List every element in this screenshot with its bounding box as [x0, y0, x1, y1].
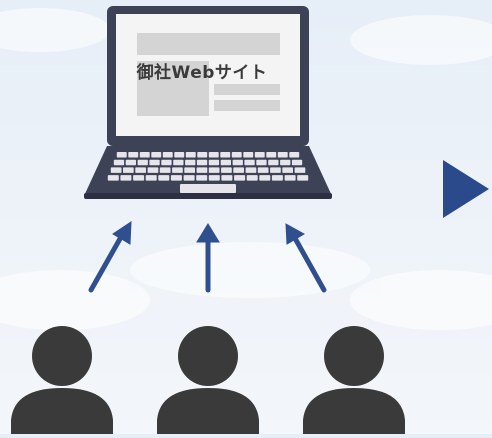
- keyboard-key: [158, 175, 170, 181]
- keyboard-key: [257, 167, 269, 173]
- keyboard-key: [120, 175, 132, 181]
- keyboard-key: [159, 167, 171, 173]
- keyboard-key: [284, 175, 296, 181]
- keyboard-key: [291, 159, 303, 166]
- keyboard-key: [266, 152, 277, 158]
- keyboard-key: [173, 159, 184, 166]
- keyboard-key: [270, 167, 281, 173]
- keyboard-key: [149, 159, 160, 166]
- person-icon-center: [157, 326, 259, 434]
- keyboard-key: [113, 159, 125, 166]
- cloud-background: [0, 8, 492, 330]
- keyboard-key: [172, 167, 183, 173]
- laptop-base: [84, 146, 332, 196]
- laptop-icon: [84, 6, 332, 199]
- keyboard-key: [185, 152, 196, 158]
- keyboard-key: [233, 167, 244, 173]
- keyboard-key: [289, 152, 300, 158]
- keyboard-key: [244, 159, 255, 166]
- keyboard: [107, 152, 309, 181]
- keyboard-key: [128, 152, 139, 158]
- keyboard-key: [297, 175, 309, 181]
- keyboard-key: [110, 167, 122, 173]
- keyboard-key: [196, 159, 208, 166]
- website-wireframe: [137, 33, 280, 116]
- keyboard-key: [271, 175, 283, 181]
- keyboard-key: [139, 152, 150, 158]
- trackpad: [180, 184, 236, 193]
- arrow-up-icon-right: [285, 223, 327, 293]
- users-group: [11, 326, 405, 434]
- keyboard-key: [245, 167, 257, 173]
- keyboard-key: [232, 159, 243, 166]
- arrow-up-icon-left: [88, 221, 132, 293]
- keyboard-key: [220, 159, 231, 166]
- keyboard-key: [268, 159, 279, 166]
- keyboard-key: [170, 175, 182, 181]
- keyboard-key: [221, 175, 233, 181]
- keyboard-key: [256, 159, 267, 166]
- keyboard-key: [162, 152, 173, 158]
- keyboard-key: [151, 152, 162, 158]
- keyboard-key: [221, 167, 232, 173]
- keyboard-key: [123, 167, 134, 173]
- keyboard-key: [147, 167, 159, 173]
- keyboard-key: [137, 159, 148, 166]
- keyboard-key: [234, 175, 246, 181]
- keyboard-key: [208, 159, 220, 166]
- keyboard-key: [185, 159, 196, 166]
- keyboard-key: [183, 175, 195, 181]
- keyboard-key: [133, 175, 145, 181]
- keyboard-key: [220, 152, 231, 158]
- keyboard-key: [125, 159, 136, 166]
- keyboard-key: [259, 175, 271, 181]
- keyboard-key: [196, 175, 208, 181]
- keyboard-key: [208, 152, 219, 158]
- keyboard-key: [161, 159, 172, 166]
- keyboard-key: [282, 167, 293, 173]
- keyboard-key: [208, 175, 220, 181]
- keyboard-key: [135, 167, 146, 173]
- keyboard-key: [107, 175, 119, 181]
- keyboard-key: [231, 152, 242, 158]
- arrows-group: [88, 221, 327, 293]
- keyboard-key: [277, 152, 288, 158]
- keyboard-key: [243, 152, 254, 158]
- keyboard-key: [184, 167, 195, 173]
- keyboard-key: [197, 152, 208, 158]
- keyboard-key: [174, 152, 185, 158]
- keyboard-key: [145, 175, 157, 181]
- keyboard-key: [196, 167, 208, 173]
- keyboard-key: [208, 167, 220, 173]
- arrow-up-icon-center: [196, 223, 220, 293]
- keyboard-key: [254, 152, 265, 158]
- keyboard-key: [246, 175, 258, 181]
- keyboard-key: [116, 152, 127, 158]
- keyboard-key: [294, 167, 306, 173]
- person-icon-right: [303, 326, 405, 434]
- triangle-right-icon: [443, 160, 489, 218]
- person-icon-left: [11, 326, 113, 434]
- keyboard-key: [280, 159, 291, 166]
